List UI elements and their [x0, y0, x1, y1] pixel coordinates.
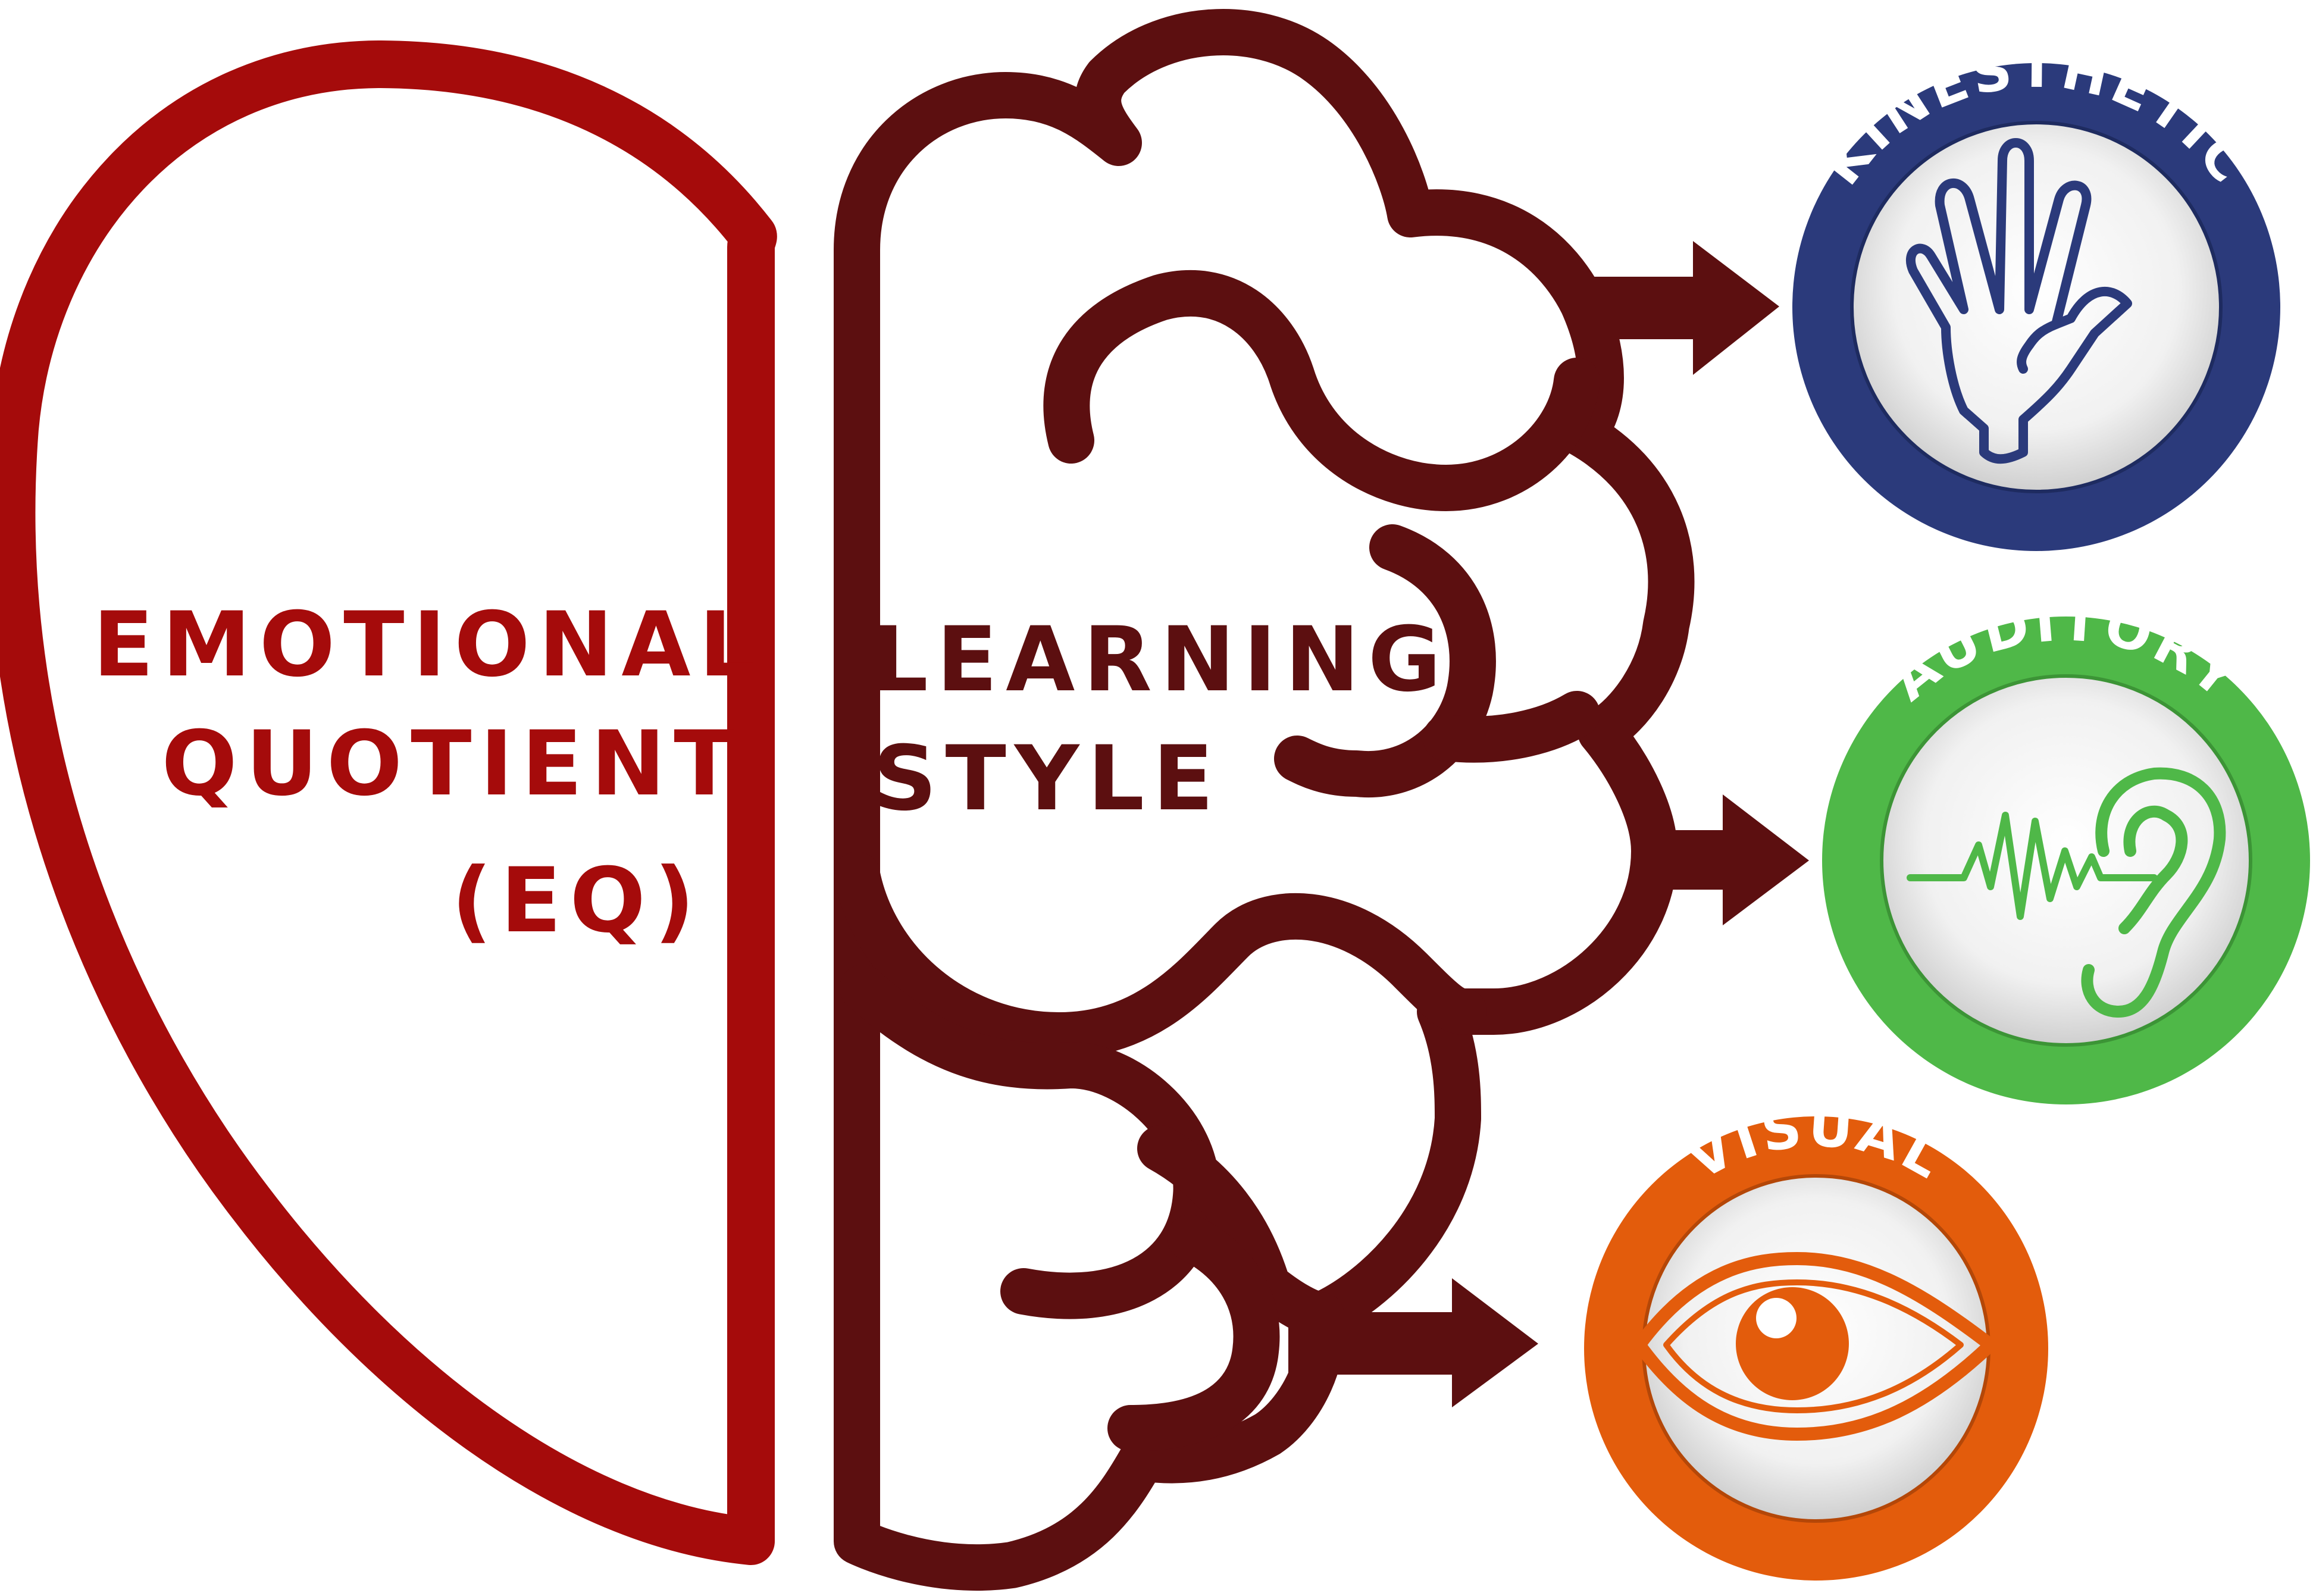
brain-label-line-1: LEARNING	[871, 608, 1450, 712]
arrow-visual	[1288, 1278, 1538, 1407]
auditory-badge: AUDITORY	[1822, 589, 2310, 1104]
heart-label-line-3: (EQ)	[451, 849, 703, 953]
heart-label: EMOTIONAL QUOTIENT (EQ)	[93, 593, 764, 953]
arrow-kinesthetic	[1577, 241, 1779, 375]
arrows	[1288, 241, 1809, 1407]
sound-wave-icon	[1907, 812, 2158, 920]
visual-badge: VISUAL	[1584, 1094, 2048, 1581]
heart-label-line-2: QUOTIENT	[161, 712, 743, 816]
ear-icon	[2081, 767, 2226, 1018]
kinesthetic-badge: KINESTHETIC	[1792, 36, 2280, 551]
brain-label: LEARNING STYLE	[871, 608, 1450, 831]
hand-icon	[1905, 138, 2132, 464]
brain-outline	[834, 9, 1695, 1591]
arrow-auditory	[1639, 794, 1809, 925]
eye-icon	[1633, 1252, 1997, 1441]
brain-label-line-2: STYLE	[872, 727, 1222, 831]
heart-label-line-1: EMOTIONAL	[93, 593, 764, 697]
heart-outline	[0, 40, 777, 1565]
